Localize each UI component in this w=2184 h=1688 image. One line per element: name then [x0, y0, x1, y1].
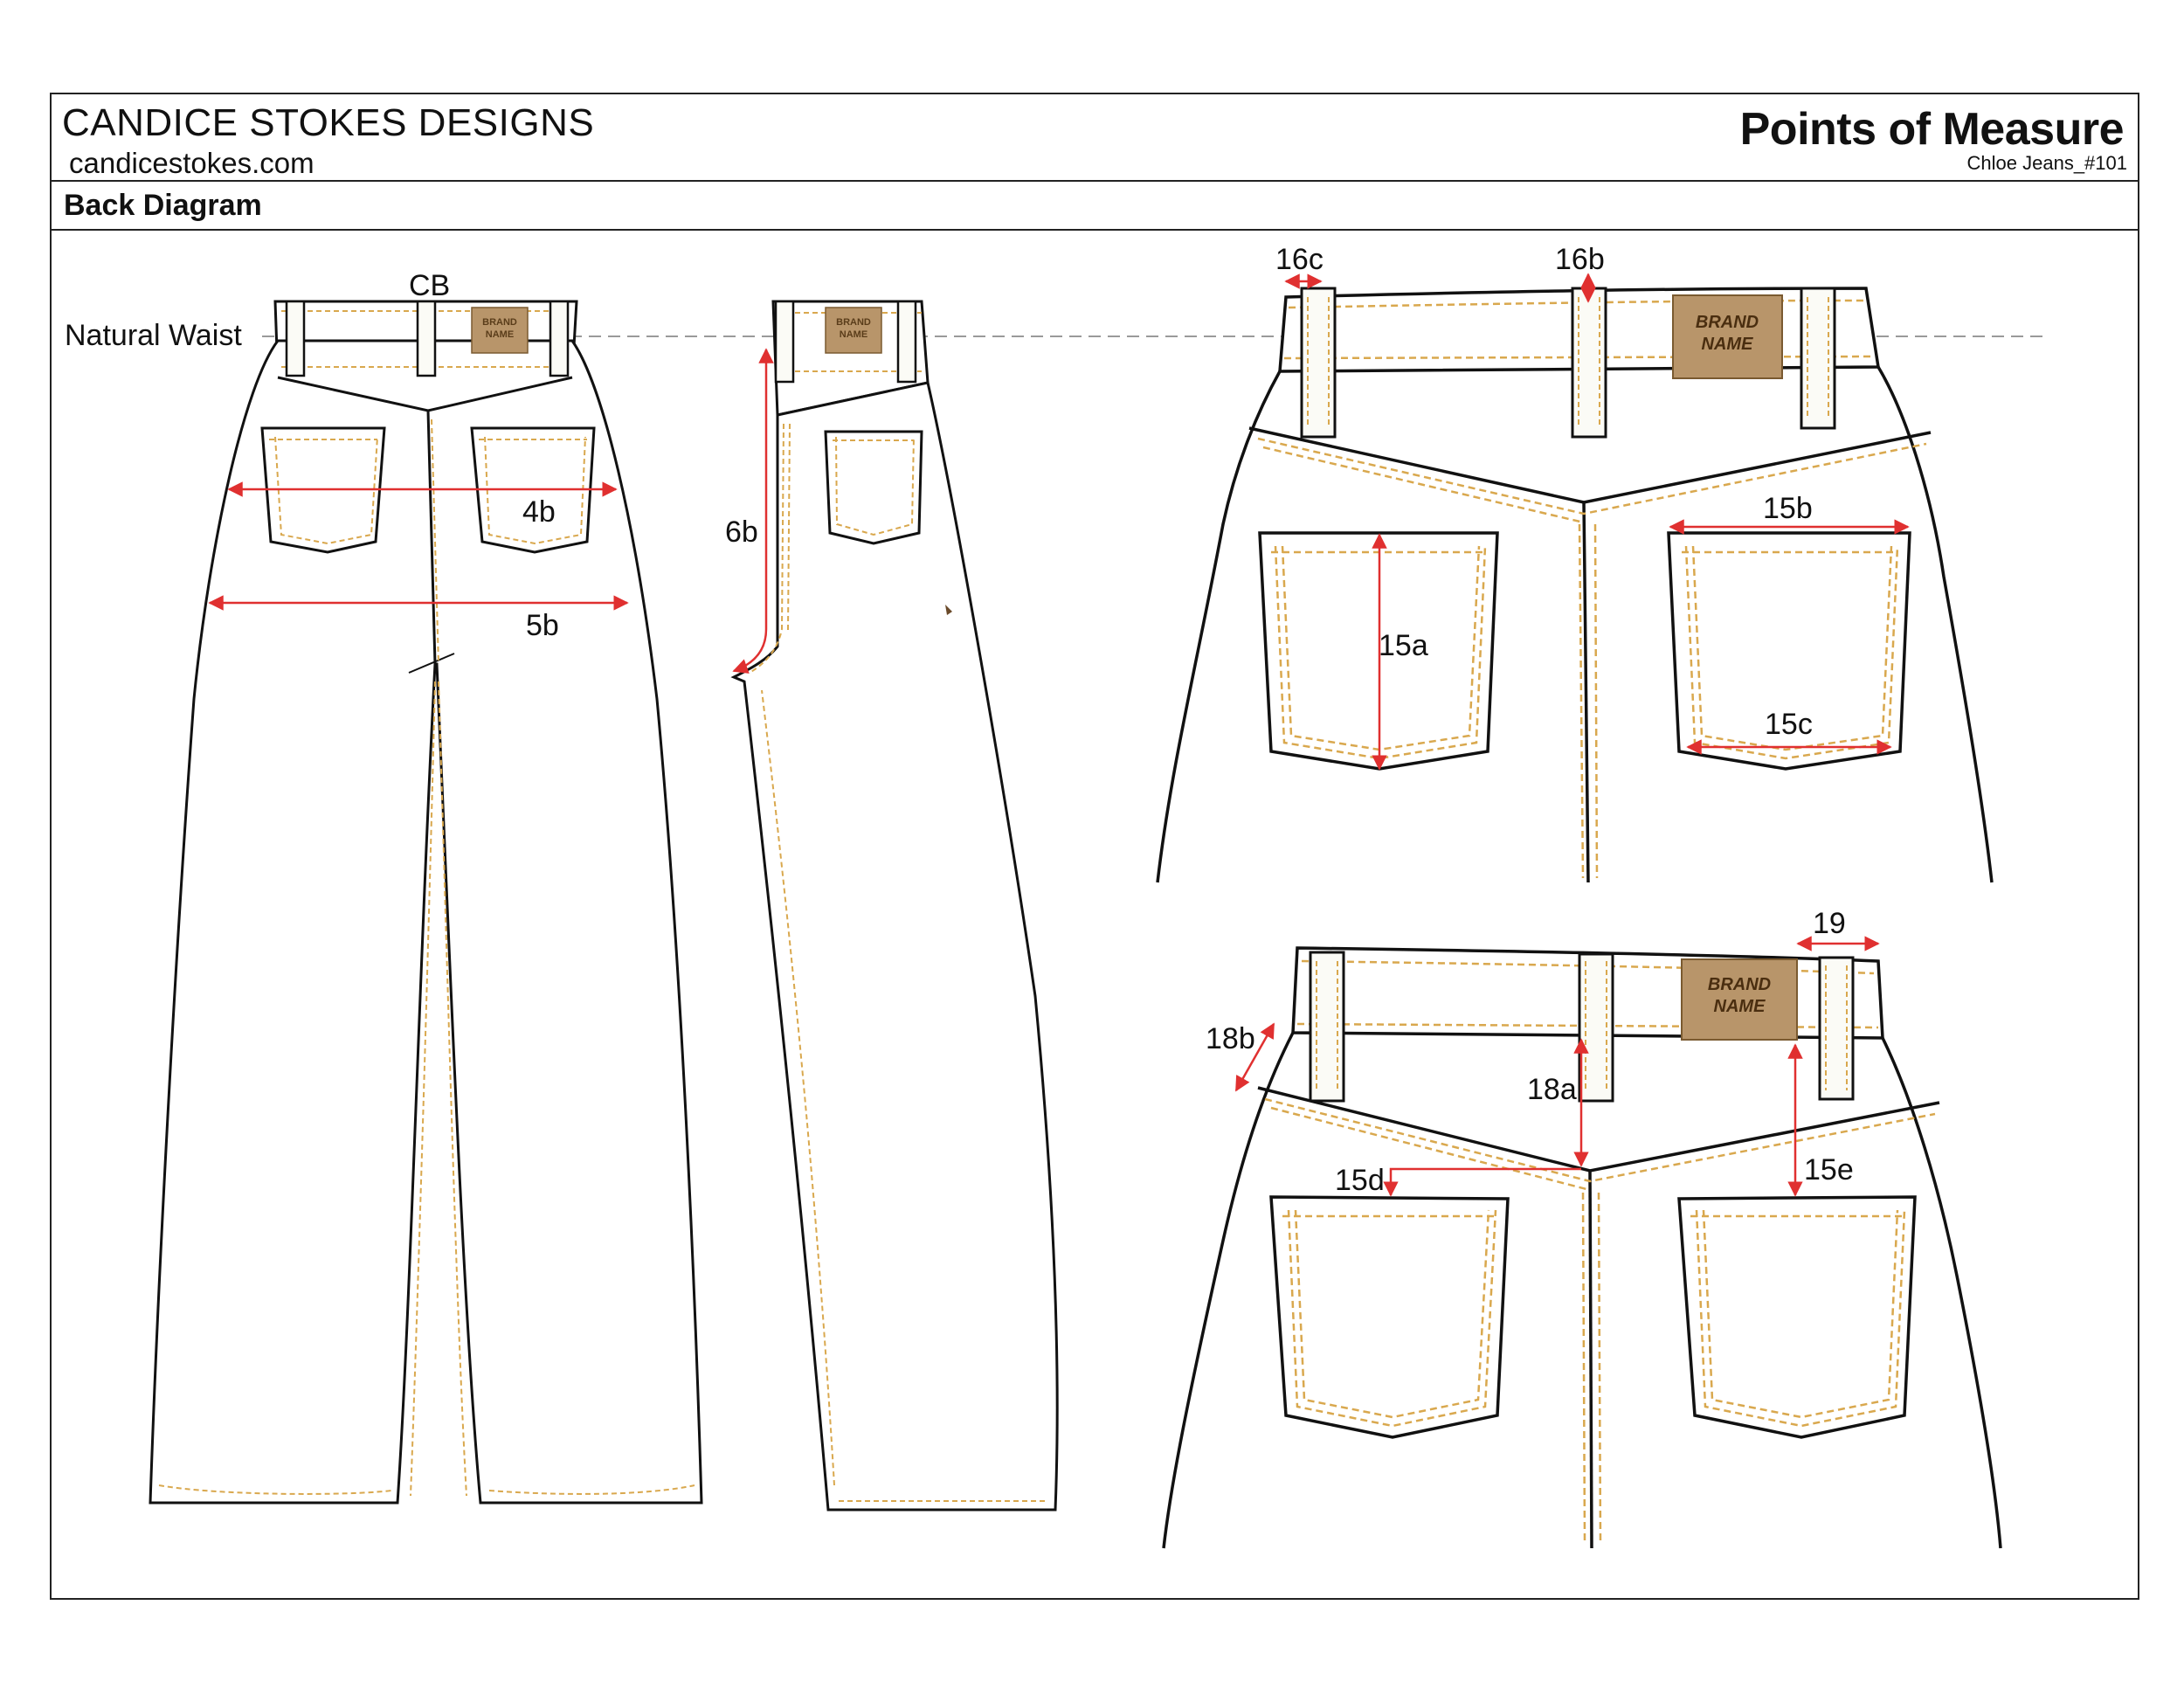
- side-view-belt-loops: [774, 300, 917, 384]
- patch-text: NAME: [1714, 997, 1766, 1016]
- label-16b: 16b: [1555, 243, 1605, 276]
- company-website: candicestokes.com: [69, 147, 314, 179]
- label-5b: 5b: [526, 609, 559, 642]
- measure-6b: [732, 348, 774, 674]
- header-divider: [52, 180, 2138, 182]
- label-15e: 15e: [1804, 1153, 1854, 1186]
- patch-text: NAME: [486, 329, 514, 340]
- measurement-lines: [208, 273, 1910, 1197]
- brand-patch-closeup-bottom: BRAND NAME: [1681, 958, 1798, 1041]
- label-4b: 4b: [522, 495, 556, 529]
- label-19: 19: [1813, 907, 1846, 940]
- side-view: [730, 300, 1059, 1512]
- patch-text: BRAND: [1708, 975, 1771, 994]
- label-16c: 16c: [1275, 243, 1324, 276]
- full-back-belt-loops: [285, 300, 570, 377]
- closeup-top-loop-stitching: [1307, 297, 1829, 428]
- patch-text: BRAND: [836, 317, 871, 328]
- style-number: Chloe Jeans_#101: [1966, 152, 2127, 174]
- spec-sheet: CANDICE STOKES DESIGNS candicestokes.com…: [50, 93, 2139, 1600]
- full-back-view: [149, 300, 703, 1505]
- brand-patch-closeup-top: BRAND NAME: [1672, 294, 1783, 379]
- patch-text: BRAND: [1696, 313, 1759, 332]
- measure-18b: [1234, 1022, 1275, 1092]
- company-name: CANDICE STOKES DESIGNS: [62, 101, 595, 144]
- measure-15d: [1383, 1167, 1581, 1197]
- brand-patch-full-back: BRAND NAME: [471, 307, 529, 354]
- label-natural-waist: Natural Waist: [65, 319, 242, 352]
- full-back-stitching: [158, 310, 695, 1497]
- label-18b: 18b: [1206, 1022, 1255, 1055]
- side-mark: [945, 605, 952, 615]
- diagram-labels: CB Natural Waist 4b 5b 6b 16c 16b 15a 15…: [65, 243, 1854, 1197]
- label-cb: CB: [409, 269, 450, 302]
- label-15a: 15a: [1379, 629, 1428, 662]
- label-15c: 15c: [1765, 708, 1813, 741]
- patch-text: NAME: [840, 329, 867, 340]
- section-divider: [52, 229, 2138, 231]
- label-18a: 18a: [1527, 1073, 1577, 1106]
- patch-text: BRAND: [482, 317, 517, 328]
- brand-patch-side: BRAND NAME: [825, 307, 882, 354]
- patch-text: NAME: [1702, 335, 1754, 354]
- section-title: Back Diagram: [64, 189, 262, 222]
- label-6b: 6b: [725, 515, 758, 549]
- label-15b: 15b: [1763, 492, 1813, 525]
- page-title: Points of Measure: [1739, 104, 2125, 155]
- label-15d: 15d: [1335, 1164, 1385, 1197]
